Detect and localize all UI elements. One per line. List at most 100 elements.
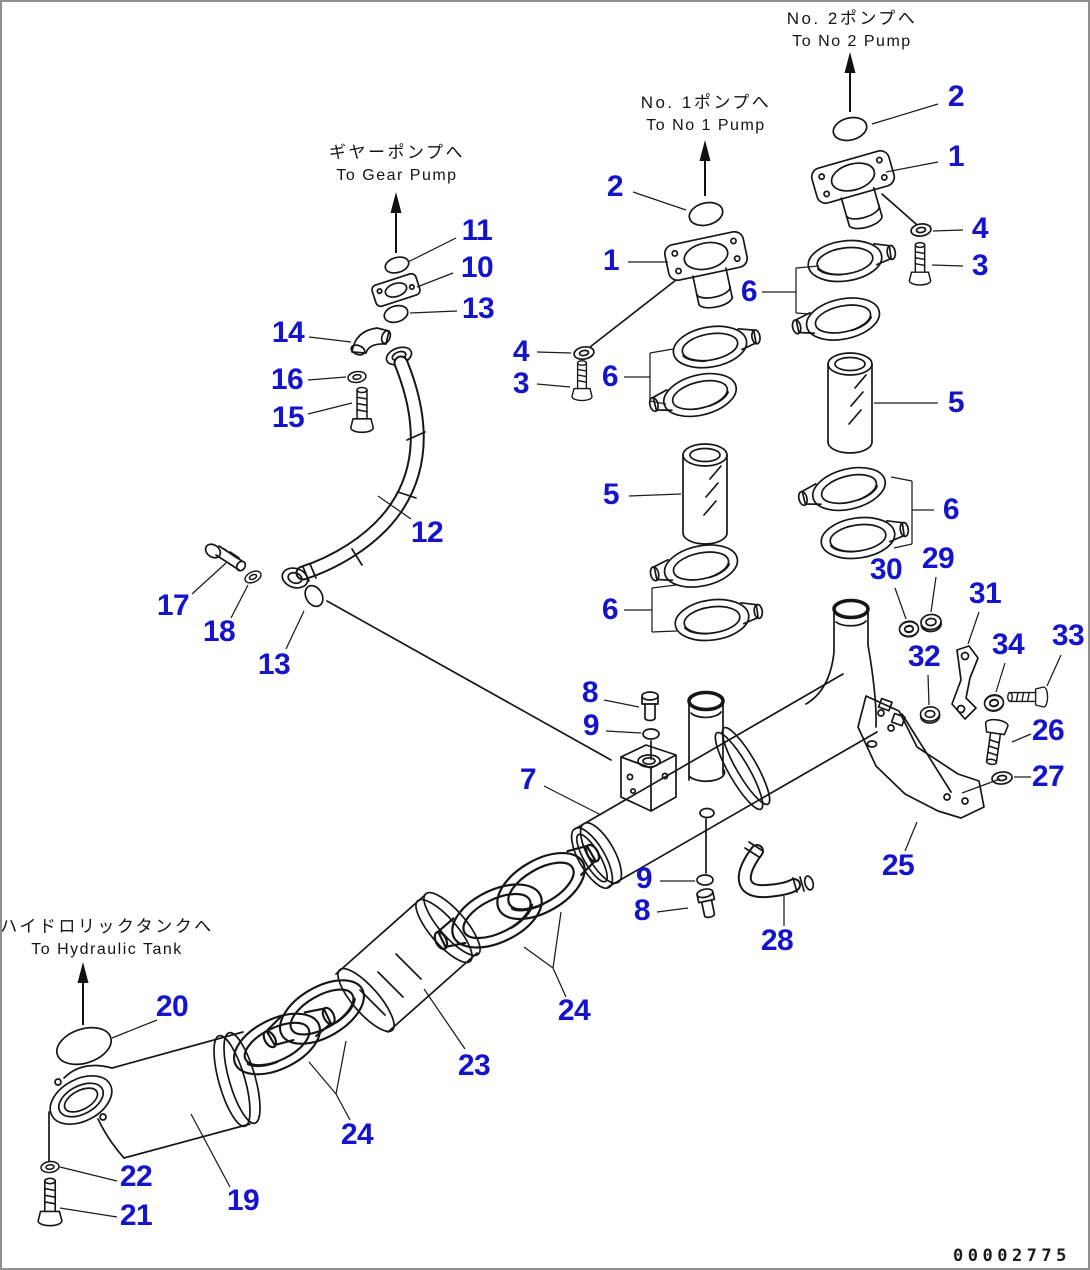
part-number-33: 33	[1051, 619, 1085, 652]
leader-line	[931, 264, 964, 267]
annotation-jp-text: ギヤーポンプへ	[329, 143, 465, 162]
part-number-7: 7	[519, 763, 537, 796]
watermark-number: 00002775	[953, 1246, 1071, 1266]
part-number-22: 22	[119, 1160, 153, 1193]
part-number-24: 24	[557, 994, 591, 1027]
leader-line	[871, 103, 939, 125]
leader-line	[285, 610, 305, 650]
annotation-en-text: To No 1 Pump	[646, 117, 766, 134]
leader-line	[59, 1207, 118, 1218]
part-number-2: 2	[606, 170, 624, 203]
part-number-31: 31	[968, 577, 1002, 610]
leader-line	[628, 493, 682, 497]
leader-line	[932, 229, 964, 232]
leader-line	[893, 543, 913, 549]
part-number-21: 21	[119, 1199, 153, 1232]
leader-line	[1046, 654, 1062, 687]
leader-line	[423, 988, 466, 1050]
part-number-5: 5	[602, 478, 620, 511]
leader-line	[536, 351, 572, 354]
leader-line	[307, 402, 353, 415]
leader-line	[967, 611, 980, 645]
part-number-26: 26	[1031, 714, 1065, 747]
annotation-jp-text: No. 2ポンプへ	[786, 9, 918, 28]
leader-line	[377, 495, 412, 520]
part-number-3: 3	[971, 249, 989, 282]
flow-annotation-no1-pump: No. 1ポンプへ To No 1 Pump	[641, 88, 772, 135]
direction-arrow	[390, 192, 402, 213]
part-number-6: 6	[740, 275, 758, 308]
part-number-25: 25	[881, 849, 915, 882]
part-number-13: 13	[461, 292, 495, 325]
leader-line	[632, 191, 687, 211]
leader-line	[961, 778, 1001, 794]
leader-line	[307, 376, 347, 381]
leader-line	[651, 584, 677, 589]
part-number-6: 6	[942, 493, 960, 526]
flow-annotation-no2-pump: No. 2ポンプへ To No 2 Pump	[787, 4, 918, 51]
part-number-5: 5	[947, 386, 965, 419]
leader-line	[59, 1166, 118, 1182]
part-number-13: 13	[257, 648, 291, 681]
part-number-27: 27	[1031, 760, 1065, 793]
part-number-19: 19	[226, 1184, 260, 1217]
part-number-29: 29	[921, 542, 955, 575]
part-number-6: 6	[601, 360, 619, 393]
part-number-15: 15	[271, 401, 305, 434]
leader-line	[995, 662, 1006, 693]
leader-line	[230, 584, 249, 619]
leader-line	[536, 383, 571, 388]
leader-line	[885, 161, 939, 173]
part-number-8: 8	[581, 676, 599, 709]
part-number-6: 6	[601, 593, 619, 626]
leader-line	[552, 967, 567, 998]
leader-line	[111, 1019, 158, 1039]
part-number-17: 17	[156, 589, 190, 622]
leader-line	[416, 272, 454, 288]
part-number-30: 30	[869, 553, 903, 586]
direction-arrow	[844, 52, 856, 73]
part-number-2: 2	[947, 80, 965, 113]
leader-line	[523, 946, 554, 969]
leader-line	[552, 911, 562, 969]
part-number-1: 1	[602, 244, 620, 277]
part-number-16: 16	[270, 363, 304, 396]
part-number-4: 4	[971, 212, 989, 245]
annotation-en-text: To No 2 Pump	[792, 33, 912, 50]
leader-line	[651, 630, 678, 633]
annotation-jp-text: No. 1ポンプへ	[640, 93, 772, 112]
part-number-3: 3	[512, 367, 530, 400]
leader-line	[409, 310, 458, 314]
part-number-9: 9	[635, 862, 653, 895]
leader-line	[927, 674, 930, 706]
part-number-23: 23	[457, 1049, 491, 1082]
annotation-jp-text: ハイドロリックタンクへ	[0, 917, 214, 936]
leader-line	[930, 576, 937, 613]
flow-annotation-hydraulic-tank: ハイドロリックタンクへ To Hydraulic Tank	[0, 912, 213, 959]
leader-line	[407, 237, 457, 263]
leader-line	[894, 587, 907, 620]
leader-line	[649, 400, 667, 405]
part-number-4: 4	[512, 335, 530, 368]
leader-line	[191, 562, 227, 595]
leader-line	[795, 265, 820, 269]
leader-line	[904, 821, 918, 852]
part-number-34: 34	[991, 628, 1025, 661]
leader-line	[649, 348, 674, 354]
leader-line	[543, 785, 602, 816]
part-number-14: 14	[271, 316, 305, 349]
part-number-10: 10	[460, 251, 494, 284]
leader-line	[308, 336, 352, 343]
part-number-8: 8	[633, 894, 651, 927]
direction-arrow	[699, 140, 711, 161]
part-number-32: 32	[907, 640, 941, 673]
leader-line	[890, 476, 913, 482]
part-number-1: 1	[947, 140, 965, 173]
part-number-24: 24	[340, 1118, 374, 1151]
leader-line	[795, 312, 811, 315]
leader-line	[656, 907, 689, 913]
part-number-9: 9	[582, 709, 600, 742]
annotation-en-text: To Hydraulic Tank	[31, 941, 183, 958]
leader-line	[335, 1093, 351, 1121]
